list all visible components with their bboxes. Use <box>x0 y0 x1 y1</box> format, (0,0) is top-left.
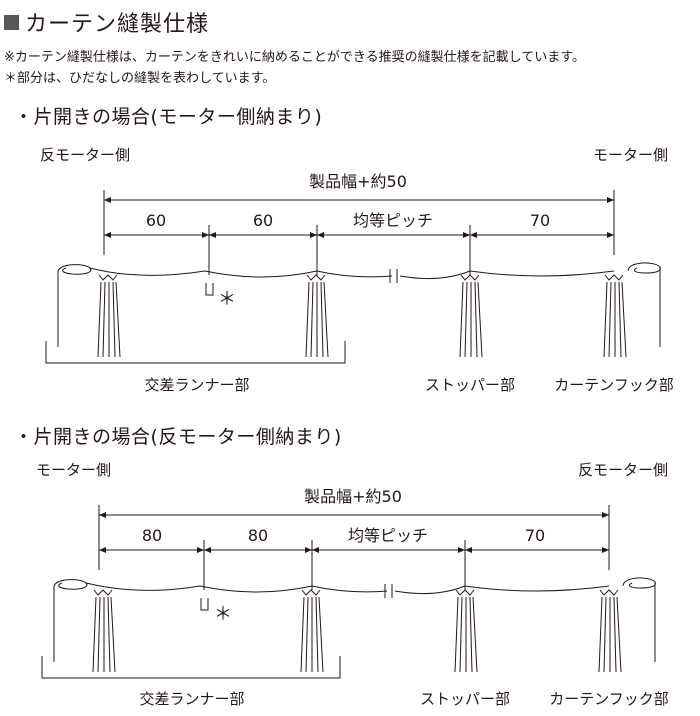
label-cross-runner: 交差ランナー部 <box>139 690 244 708</box>
dimension-lines <box>98 505 610 590</box>
pleat-group <box>459 274 483 358</box>
pleat-group <box>92 589 116 673</box>
curtain-illustration <box>53 577 656 662</box>
section-2-diagram: モーター側 反モーター側 製品幅+約50 80 80 均等ピッチ 70 <box>36 461 669 708</box>
right-side-label: 反モーター側 <box>578 461 668 479</box>
right-side-label: モーター側 <box>593 146 668 164</box>
page-title: カーテン縫製仕様 <box>4 6 209 38</box>
asterisk-marker: ＊ <box>218 289 236 310</box>
page-title-text: カーテン縫製仕様 <box>25 12 210 37</box>
pleat-group <box>97 274 121 358</box>
section-2-title: ・片開きの場合(反モーター側納まり) <box>14 426 342 448</box>
left-side-label: 反モーター側 <box>40 146 130 164</box>
pleat-group <box>603 274 627 358</box>
segment-label: 80 <box>248 526 268 545</box>
segment-label: 70 <box>525 526 545 545</box>
segment-label: 60 <box>146 211 166 230</box>
title-square-icon <box>4 14 19 30</box>
overall-width-label: 製品幅+約50 <box>304 487 402 506</box>
label-cross-runner: 交差ランナー部 <box>144 376 249 394</box>
segment-label: 均等ピッチ <box>348 526 428 545</box>
unpleated-hook-icon <box>200 598 209 611</box>
label-stopper: ストッパー部 <box>420 690 510 708</box>
left-side-label: モーター側 <box>36 461 111 479</box>
note-recommended: ※カーテン縫製仕様は、カーテンをきれいに納めることができる推奨の縫製仕様を記載し… <box>4 50 585 65</box>
pleat-group <box>300 589 324 673</box>
label-curtain-hook: カーテンフック部 <box>554 376 674 394</box>
cross-runner-bracket <box>41 656 341 679</box>
segment-label: 均等ピッチ <box>353 211 433 230</box>
unpleated-hook-icon <box>205 283 214 296</box>
pleat-group <box>454 589 478 673</box>
dimension-lines <box>103 190 615 275</box>
cross-runner-bracket <box>45 341 346 364</box>
asterisk-marker: ＊ <box>214 604 232 625</box>
segment-label: 70 <box>530 211 550 230</box>
note-asterisk: ＊部分は、ひだなしの縫製を表わしています。 <box>4 71 276 86</box>
label-stopper: ストッパー部 <box>425 376 515 394</box>
label-curtain-hook: カーテンフック部 <box>549 690 669 708</box>
pleat-group <box>598 589 622 673</box>
section-1-diagram: 反モーター側 モーター側 製品幅+約50 60 60 均等ピッチ 70 <box>40 146 674 394</box>
overall-width-label: 製品幅+約50 <box>309 172 407 191</box>
curtain-illustration <box>57 262 661 347</box>
segment-label: 80 <box>142 526 162 545</box>
segment-label: 60 <box>253 211 273 230</box>
pleat-group <box>305 274 329 358</box>
section-1-title: ・片開きの場合(モーター側納まり) <box>14 106 323 128</box>
